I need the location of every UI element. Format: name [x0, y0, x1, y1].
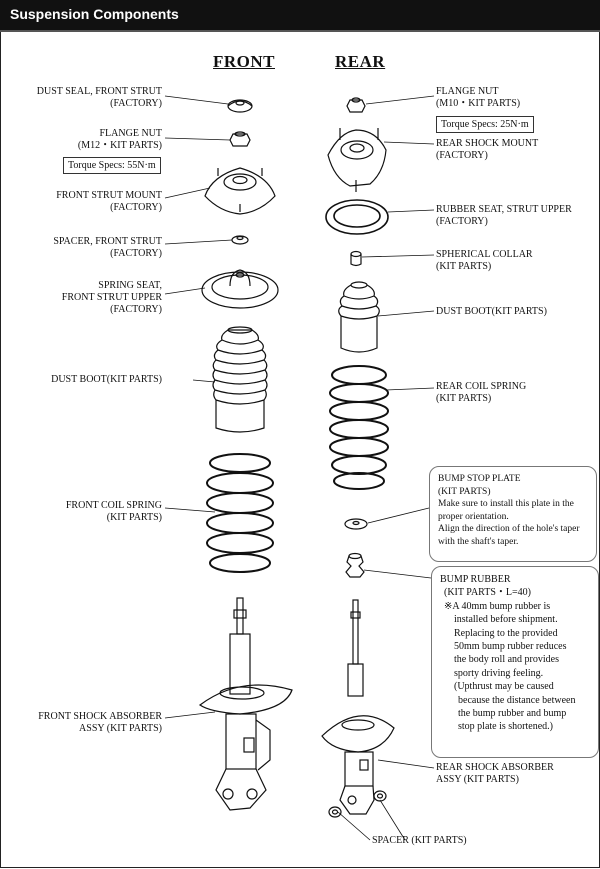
- label-front-dust-boot: DUST BOOT(KIT PARTS): [51, 374, 162, 385]
- front-leader-lines: [164, 95, 233, 719]
- title-bar: Suspension Components: [0, 0, 600, 32]
- rear-spacer-drawing: [328, 790, 387, 818]
- front-spacer-drawing: [231, 235, 249, 245]
- label-rear-flange-nut: FLANGE NUT(M10・KIT PARTS): [436, 86, 521, 109]
- label-spherical-collar: SPHERICAL COLLAR(KIT PARTS): [436, 249, 533, 272]
- page-title: Suspension Components: [10, 6, 179, 22]
- label-front-spacer: SPACER, FRONT STRUT(FACTORY): [53, 236, 162, 259]
- label-spring-seat: SPRING SEAT,FRONT STRUT UPPER(FACTORY): [61, 280, 162, 315]
- label-front-flange-nut: FLANGE NUT(M12・KIT PARTS): [77, 128, 162, 151]
- front-torque-spec: Torque Specs: 55N·m: [63, 157, 161, 174]
- label-rubber-seat: RUBBER SEAT, STRUT UPPER(FACTORY): [436, 204, 572, 227]
- front-strut-mount-drawing: [204, 167, 276, 215]
- front-spring-seat-drawing: [201, 269, 279, 309]
- rear-shock-absorber-drawing: [321, 599, 395, 815]
- label-front-strut-mount: FRONT STRUT MOUNT(FACTORY): [56, 190, 162, 213]
- label-dust-seal: DUST SEAL, FRONT STRUT(FACTORY): [36, 86, 162, 109]
- rear-flange-nut-drawing: [346, 97, 366, 113]
- front-flange-nut-drawing: [229, 131, 251, 147]
- rear-torque-spec: Torque Specs: 25N·m: [436, 116, 534, 133]
- rear-shock-mount-drawing: [327, 128, 387, 192]
- rear-coil-spring-drawing: [329, 365, 389, 490]
- rear-rubber-seat-drawing: [325, 199, 389, 235]
- bump-stop-plate-drawing: [344, 518, 368, 530]
- label-rear-coil-spring: REAR COIL SPRING(KIT PARTS): [436, 381, 527, 404]
- bump-stop-plate-note: BUMP STOP PLATE (KIT PARTS) Make sure to…: [429, 466, 597, 562]
- front-coil-spring-drawing: [206, 453, 274, 573]
- front-shock-absorber-drawing: [198, 597, 293, 811]
- rear-dust-boot-drawing: [338, 281, 380, 353]
- label-front-coil-spring: FRONT COIL SPRING(KIT PARTS): [65, 500, 162, 523]
- label-rear-shock-mount: REAR SHOCK MOUNT(FACTORY): [436, 138, 539, 161]
- front-header: FRONT: [213, 52, 275, 71]
- bump-rubber-drawing: [345, 552, 365, 578]
- bump-rubber-note: BUMP RUBBER (KIT PARTS・L=40) ※A 40mm bum…: [431, 566, 599, 758]
- spherical-collar-drawing: [350, 250, 362, 267]
- rear-header: REAR: [335, 52, 386, 71]
- front-dust-seal-drawing: [227, 99, 253, 113]
- label-rear-dust-boot: DUST BOOT(KIT PARTS): [436, 306, 547, 317]
- front-dust-boot-drawing: [212, 326, 268, 433]
- label-rear-spacer: SPACER (KIT PARTS): [372, 835, 467, 846]
- rear-leader-lines: [337, 95, 435, 841]
